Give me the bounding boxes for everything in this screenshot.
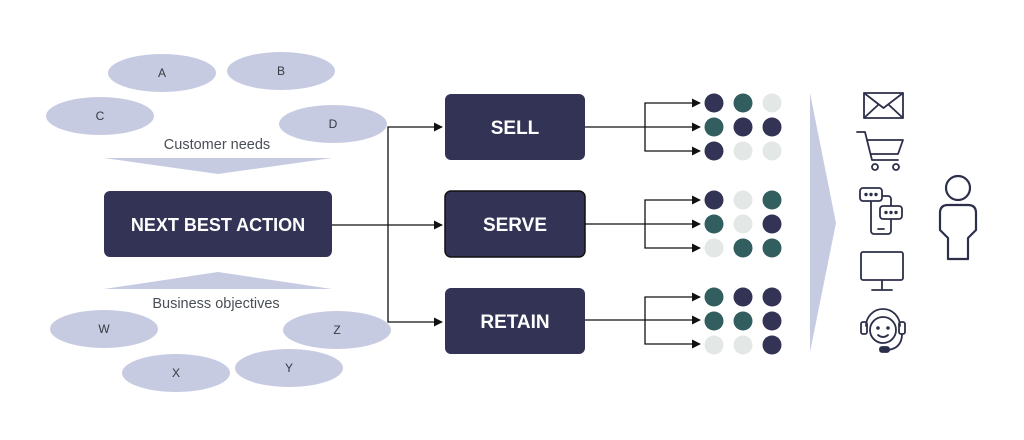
- customer-need-ellipse-d: [279, 105, 387, 143]
- action-label-retain: RETAIN: [480, 312, 549, 333]
- dot-retain-r3-c3: [762, 335, 782, 355]
- action-branches: [585, 98, 701, 349]
- dot-retain-r1-c3: [762, 287, 782, 307]
- dot-serve-r1-c2: [733, 190, 753, 210]
- dot-serve-r1-c3: [762, 190, 782, 210]
- next-best-action-label: NEXT BEST ACTION: [131, 215, 305, 235]
- dot-retain-r2-c1: [704, 311, 724, 331]
- desktop-monitor-icon: [860, 251, 904, 291]
- channel-icons: [856, 92, 906, 353]
- business-objectives-wedge: [104, 272, 332, 289]
- customer-need-label-a: A: [158, 66, 166, 80]
- dot-sell-r2-c1: [704, 117, 724, 137]
- dot-serve-r2-c1: [704, 214, 724, 234]
- business-objectives-group: Business objectives W Z X Y: [50, 272, 391, 392]
- customer-need-ellipse-c: [46, 97, 154, 135]
- dot-retain-r2-c3: [762, 311, 782, 331]
- action-box-retain: [445, 288, 585, 354]
- dot-sell-r2-c3: [762, 117, 782, 137]
- business-objective-label-z: Z: [333, 323, 340, 337]
- dot-retain-r3-c1: [704, 335, 724, 355]
- customer-need-label-d: D: [329, 117, 338, 131]
- business-objective-ellipse-x: [122, 354, 230, 392]
- headset-support-icon: [860, 308, 906, 353]
- customer-need-label-b: B: [277, 64, 285, 78]
- dot-sell-r3-c2: [733, 141, 753, 161]
- customer-needs-caption: Customer needs: [164, 137, 270, 153]
- dot-serve-r3-c3: [762, 238, 782, 258]
- dot-retain-r3-c2: [733, 335, 753, 355]
- business-objective-ellipse-w: [50, 310, 158, 348]
- action-label-serve: SERVE: [483, 215, 547, 236]
- business-objective-ellipse-z: [283, 311, 391, 349]
- customer-needs-group: A B C D Customer needs: [46, 52, 387, 174]
- action-box-sell: [445, 94, 585, 160]
- customer-need-ellipse-a: [108, 54, 216, 92]
- dot-sell-r2-c2: [733, 117, 753, 137]
- dot-serve-r2-c3: [762, 214, 782, 234]
- business-objectives-caption: Business objectives: [152, 296, 279, 312]
- email-icon: [863, 92, 904, 119]
- shopping-cart-icon: [856, 131, 904, 171]
- dot-serve-r2-c2: [733, 214, 753, 234]
- mobile-chat-icon: [859, 187, 903, 235]
- dot-sell-r1-c1: [704, 93, 724, 113]
- dot-retain-r1-c1: [704, 287, 724, 307]
- nba-connectors: [332, 122, 443, 327]
- dot-sell-r1-c3: [762, 93, 782, 113]
- dot-sell-r1-c2: [733, 93, 753, 113]
- dot-retain-r1-c2: [733, 287, 753, 307]
- dot-sell-r3-c1: [704, 141, 724, 161]
- channel-funnel-triangle: [810, 93, 836, 352]
- customer-needs-wedge: [104, 158, 332, 174]
- person-icon: [938, 174, 978, 261]
- customer-need-label-c: C: [96, 109, 105, 123]
- business-objective-label-w: W: [98, 322, 110, 336]
- dot-serve-r3-c1: [704, 238, 724, 258]
- dot-grid: [704, 93, 782, 355]
- business-objective-label-y: Y: [285, 361, 293, 375]
- next-best-action-box: [104, 191, 332, 257]
- dot-retain-r2-c2: [733, 311, 753, 331]
- business-objective-ellipse-y: [235, 349, 343, 387]
- business-objective-label-x: X: [172, 366, 180, 380]
- customer-need-ellipse-b: [227, 52, 335, 90]
- dot-serve-r3-c2: [733, 238, 753, 258]
- dot-sell-r3-c3: [762, 141, 782, 161]
- action-label-sell: SELL: [491, 118, 540, 139]
- dot-serve-r1-c1: [704, 190, 724, 210]
